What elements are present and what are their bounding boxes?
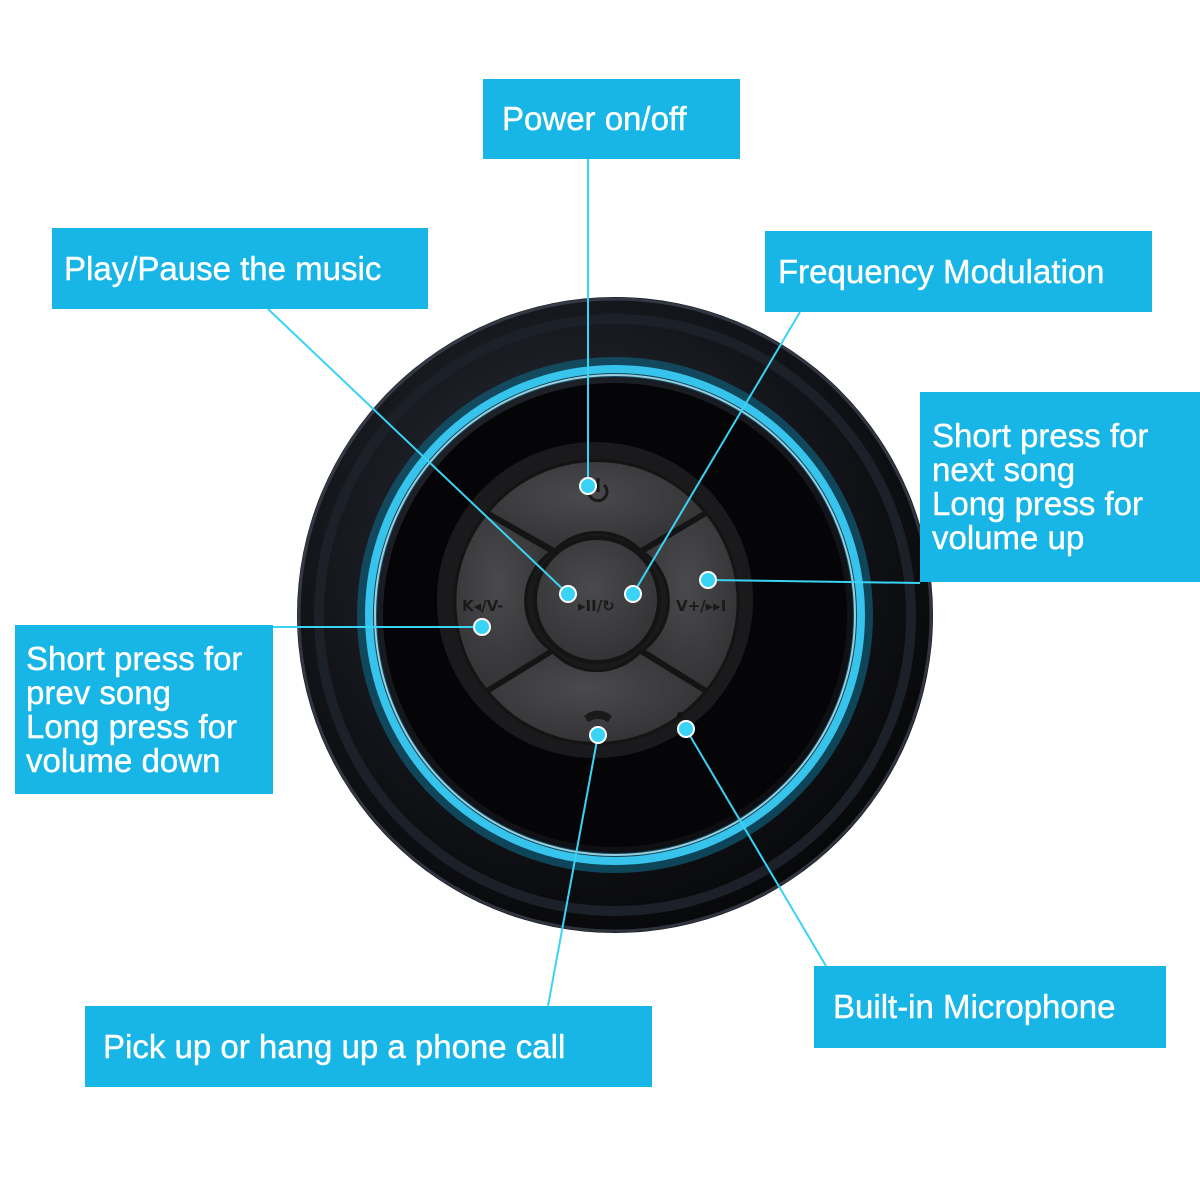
callout-power: Power on/off bbox=[483, 79, 740, 159]
callout-phone-call: Pick up or hang up a phone call bbox=[85, 1006, 652, 1087]
callout-microphone: Built-in Microphone bbox=[814, 966, 1166, 1048]
callout-next-line: Short press for bbox=[932, 417, 1149, 454]
leader-call bbox=[547, 734, 599, 1007]
prev-button[interactable] bbox=[453, 512, 554, 692]
dot-freq bbox=[624, 585, 642, 603]
callout-prev-line: Long press for bbox=[26, 707, 237, 745]
callout-frequency-label: Frequency Modulation bbox=[778, 252, 1105, 290]
callout-microphone-label: Built-in Microphone bbox=[833, 988, 1116, 1025]
callout-play-pause: Play/Pause the music bbox=[52, 228, 428, 309]
phone-icon bbox=[584, 710, 612, 722]
leader-mic bbox=[685, 728, 827, 967]
callout-next: Short press for next song Long press for… bbox=[920, 392, 1200, 582]
callout-prev: Short press for prev song Long press for… bbox=[15, 625, 273, 794]
callout-frequency: Frequency Modulation bbox=[765, 231, 1152, 312]
dot-prev bbox=[473, 618, 491, 636]
callout-prev-line: volume down bbox=[26, 741, 221, 779]
callout-next-line: volume up bbox=[932, 519, 1085, 556]
next-button[interactable] bbox=[640, 512, 740, 692]
callout-power-label: Power on/off bbox=[502, 100, 687, 137]
dot-power bbox=[579, 477, 597, 495]
dot-mic bbox=[677, 720, 695, 738]
callout-next-line: Long press for bbox=[932, 485, 1143, 522]
callout-prev-line: Short press for bbox=[26, 639, 243, 677]
microphone-hole-icon bbox=[677, 712, 683, 718]
leader-next bbox=[707, 579, 921, 584]
prev-track-icon: K◂/V- bbox=[462, 597, 503, 615]
callout-play-pause-label: Play/Pause the music bbox=[64, 249, 382, 287]
phone-button[interactable] bbox=[485, 650, 708, 746]
play-pause-icon: ▸II/↻ bbox=[578, 597, 615, 615]
leader-play bbox=[267, 308, 569, 595]
dot-play bbox=[559, 585, 577, 603]
play-pause-button[interactable] bbox=[533, 536, 661, 664]
next-track-icon: V+/▸▸I bbox=[676, 597, 726, 615]
leader-lines bbox=[267, 159, 921, 1007]
dot-next bbox=[699, 571, 717, 589]
leader-freq bbox=[632, 311, 801, 595]
callout-next-line: next song bbox=[932, 451, 1076, 488]
dot-call bbox=[589, 726, 607, 744]
power-button[interactable] bbox=[485, 458, 708, 552]
pointer-dots bbox=[473, 477, 717, 744]
control-pad: K◂/V- V+/▸▸I ▸II/↻ bbox=[437, 442, 753, 758]
callout-phone-call-label: Pick up or hang up a phone call bbox=[103, 1027, 566, 1065]
callout-prev-line: prev song bbox=[26, 673, 171, 711]
